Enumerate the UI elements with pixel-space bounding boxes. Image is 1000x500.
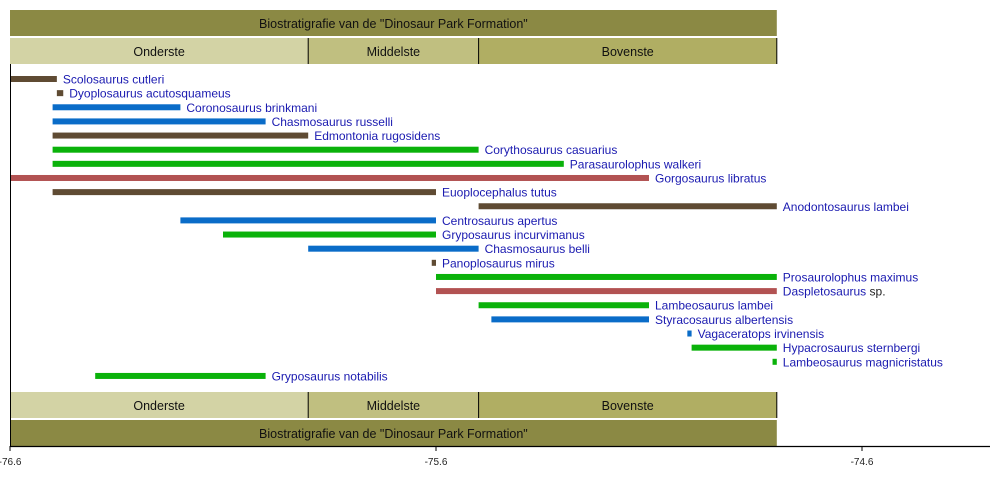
taxon-name: Gryposaurus incurvimanus	[442, 228, 585, 242]
taxon-bar	[52, 104, 181, 111]
taxon-bar	[95, 372, 266, 379]
taxon-bar	[478, 302, 649, 309]
taxon-name: Coronosaurus brinkmani	[186, 101, 317, 115]
taxon-label: Lambeosaurus magnicristatus	[783, 355, 943, 369]
member-band-middelste-bottom	[308, 392, 479, 418]
taxon-name: Dyoplosaurus acutosquameus	[69, 87, 230, 101]
taxon-label: Coronosaurus brinkmani	[186, 101, 317, 115]
taxon-name: Scolosaurus cutleri	[63, 73, 164, 87]
taxon-label: Styracosaurus albertensis	[655, 313, 793, 327]
taxon-bar	[10, 76, 57, 82]
taxon-bar	[308, 245, 479, 252]
x-tick-label: -74.6	[851, 457, 874, 468]
taxon-bar	[436, 273, 777, 280]
taxon-label: Centrosaurus apertus	[442, 214, 557, 228]
taxon-bar	[52, 189, 436, 196]
x-tick-label: -76.6	[0, 457, 22, 468]
taxon-bar	[436, 288, 777, 295]
title-band-label-top: Biostratigrafie van de "Dinosaur Park Fo…	[259, 17, 528, 31]
taxon-name: Gorgosaurus libratus	[655, 171, 766, 185]
taxon-bar	[10, 174, 649, 181]
taxon-label: Gorgosaurus libratus	[655, 171, 766, 185]
taxon-bar	[52, 146, 479, 153]
taxon-label: Dyoplosaurus acutosquameus	[69, 87, 230, 101]
taxon-name: Centrosaurus apertus	[442, 214, 557, 228]
taxon-name: Lambeosaurus magnicristatus	[783, 355, 943, 369]
member-band-bovenste-top	[478, 38, 777, 64]
taxon-bar	[52, 132, 309, 139]
taxon-label: Corythosaurus casuarius	[485, 143, 618, 157]
title-band-top	[10, 10, 777, 36]
taxon-bar	[223, 231, 436, 238]
taxon-label: Lambeosaurus lambei	[655, 299, 773, 313]
taxon-name: Corythosaurus casuarius	[485, 143, 618, 157]
taxon-suffix: sp.	[866, 285, 885, 299]
taxon-name: Vagaceratops irvinensis	[698, 327, 825, 341]
taxon-name: Daspletosaurus	[783, 285, 866, 299]
taxon-label: Parasaurolophus walkeri	[570, 157, 701, 171]
taxon-label: Gryposaurus incurvimanus	[442, 228, 585, 242]
member-band-onderste-top	[10, 38, 309, 64]
taxon-label: Gryposaurus notabilis	[272, 369, 388, 383]
taxon-label: Edmontonia rugosidens	[314, 129, 440, 143]
taxon-bar	[431, 259, 436, 266]
taxon-label: Anodontosaurus lambei	[783, 200, 909, 214]
member-label-middelste-top: Middelste	[367, 45, 421, 59]
taxon-bar	[478, 203, 777, 210]
taxon-name: Euoplocephalus tutus	[442, 186, 557, 200]
member-label-bovenste-bottom: Bovenste	[602, 399, 654, 413]
taxon-name: Chasmosaurus russelli	[272, 115, 393, 129]
taxon-label: Panoplosaurus mirus	[442, 256, 555, 270]
member-label-middelste-bottom: Middelste	[367, 399, 421, 413]
taxon-name: Lambeosaurus lambei	[655, 299, 773, 313]
taxon-label: Chasmosaurus russelli	[272, 115, 393, 129]
member-band-middelste-top	[308, 38, 479, 64]
taxon-bar	[52, 160, 564, 167]
taxon-label: Vagaceratops irvinensis	[698, 327, 825, 341]
taxon-label: Daspletosaurus sp.	[783, 285, 886, 299]
taxon-name: Prosaurolophus maximus	[783, 270, 918, 284]
member-label-onderste-top: Onderste	[133, 45, 184, 59]
taxon-label: Chasmosaurus belli	[485, 242, 590, 256]
taxon-name: Styracosaurus albertensis	[655, 313, 793, 327]
taxon-label: Hypacrosaurus sternbergi	[783, 341, 920, 355]
member-band-onderste-bottom	[10, 392, 309, 418]
taxon-name: Gryposaurus notabilis	[272, 369, 388, 383]
taxon-bar	[691, 344, 777, 351]
member-band-bovenste-bottom	[478, 392, 777, 418]
title-band-label-bottom: Biostratigrafie van de "Dinosaur Park Fo…	[259, 427, 528, 441]
taxon-name: Hypacrosaurus sternbergi	[783, 341, 920, 355]
taxon-bar	[180, 217, 436, 224]
taxon-label: Euoplocephalus tutus	[442, 186, 557, 200]
taxon-bar	[687, 330, 692, 337]
taxon-name: Chasmosaurus belli	[485, 242, 590, 256]
taxon-bar	[52, 118, 266, 125]
title-band-bottom	[10, 420, 777, 446]
taxon-name: Panoplosaurus mirus	[442, 256, 555, 270]
taxon-bar	[491, 316, 649, 323]
taxon-bar	[772, 358, 777, 365]
taxon-name: Anodontosaurus lambei	[783, 200, 909, 214]
taxon-name: Parasaurolophus walkeri	[570, 157, 701, 171]
member-label-onderste-bottom: Onderste	[133, 399, 184, 413]
taxon-label: Scolosaurus cutleri	[63, 73, 164, 87]
taxon-name: Edmontonia rugosidens	[314, 129, 440, 143]
member-label-bovenste-top: Bovenste	[602, 45, 654, 59]
x-tick-label: -75.6	[425, 457, 448, 468]
taxon-label: Prosaurolophus maximus	[783, 270, 918, 284]
taxon-bar	[56, 90, 64, 97]
